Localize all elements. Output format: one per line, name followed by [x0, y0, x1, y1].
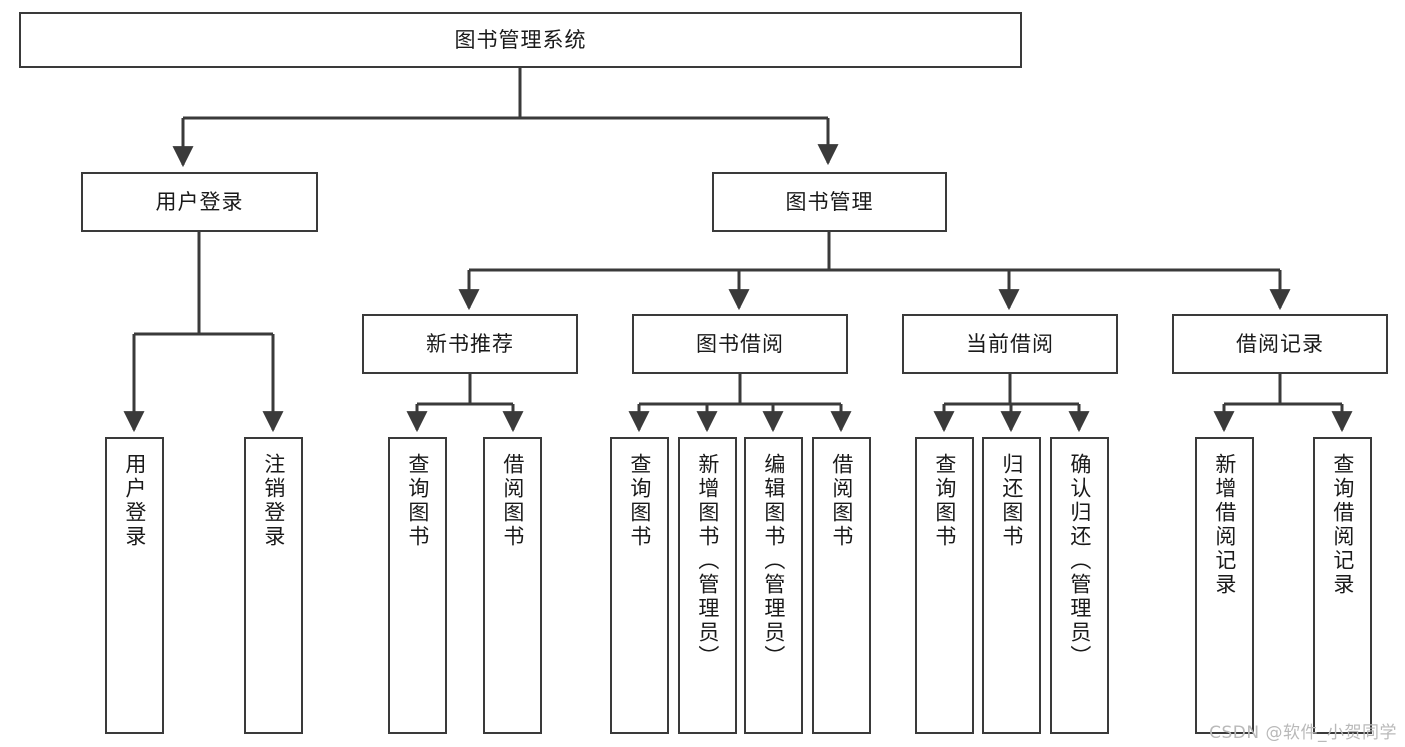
node-current-borrow[interactable]: 当前借阅	[902, 314, 1118, 374]
node-label: 借阅图书	[829, 453, 854, 549]
node-root-book-management-system[interactable]: 图书管理系统	[19, 12, 1022, 68]
node-new-book-recommend[interactable]: 新书推荐	[362, 314, 578, 374]
leaf-current-confirm-return[interactable]: 确认归还（管理员）	[1050, 437, 1109, 734]
leaf-record-add[interactable]: 新增借阅记录	[1195, 437, 1254, 734]
leaf-new-book-borrow[interactable]: 借阅图书	[483, 437, 542, 734]
node-label: 新书推荐	[426, 331, 514, 356]
leaf-borrow-edit-book[interactable]: 编辑图书（管理员）	[744, 437, 803, 734]
node-label: 查询图书	[627, 453, 652, 549]
node-label: 图书管理	[785, 189, 874, 214]
leaf-borrow-query-book[interactable]: 查询图书	[610, 437, 669, 734]
node-label: 当前借阅	[966, 331, 1054, 356]
node-label: 查询图书	[405, 453, 430, 549]
leaf-record-query[interactable]: 查询借阅记录	[1313, 437, 1372, 734]
node-label: 确认归还（管理员）	[1067, 453, 1092, 669]
leaf-user-login-login[interactable]: 用户登录	[105, 437, 164, 734]
node-label: 注销登录	[261, 453, 286, 549]
leaf-current-return-book[interactable]: 归还图书	[982, 437, 1041, 734]
node-label: 编辑图书（管理员）	[761, 453, 786, 669]
node-label: 新增借阅记录	[1212, 453, 1237, 597]
node-label: 借阅记录	[1236, 331, 1324, 356]
node-label: 查询图书	[932, 453, 957, 549]
leaf-new-book-query[interactable]: 查询图书	[388, 437, 447, 734]
leaf-borrow-borrow-book[interactable]: 借阅图书	[812, 437, 871, 734]
leaf-current-query-book[interactable]: 查询图书	[915, 437, 974, 734]
node-label: 查询借阅记录	[1330, 453, 1355, 597]
node-label: 用户登录	[122, 453, 147, 549]
node-user-login[interactable]: 用户登录	[81, 172, 318, 232]
node-borrow-record[interactable]: 借阅记录	[1172, 314, 1388, 374]
node-book-management[interactable]: 图书管理	[712, 172, 947, 232]
node-book-borrow[interactable]: 图书借阅	[632, 314, 848, 374]
leaf-user-login-logout[interactable]: 注销登录	[244, 437, 303, 734]
node-label: 图书管理系统	[454, 27, 587, 52]
node-label: 用户登录	[155, 189, 244, 214]
leaf-borrow-add-book[interactable]: 新增图书（管理员）	[678, 437, 737, 734]
node-label: 归还图书	[999, 453, 1024, 549]
node-label: 新增图书（管理员）	[695, 453, 720, 669]
node-label: 借阅图书	[500, 453, 525, 549]
node-label: 图书借阅	[696, 331, 784, 356]
